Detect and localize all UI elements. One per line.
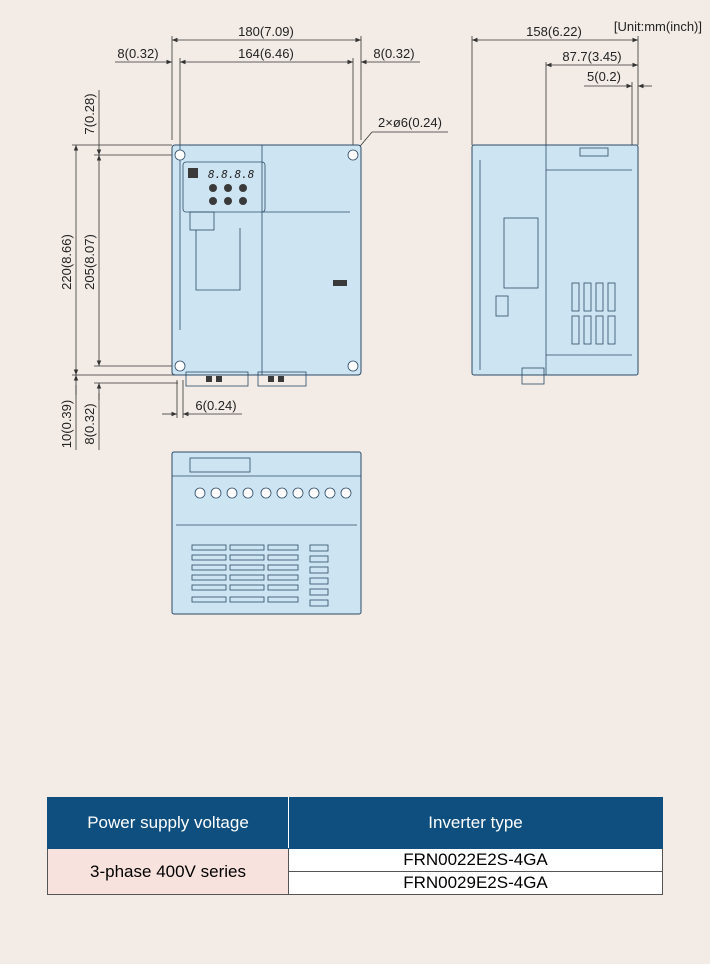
inverter-type-cell: FRN0029E2S-4GA: [288, 871, 663, 895]
mount-hole-bottom-right: [347, 360, 359, 372]
terminal-block-right: [257, 371, 307, 387]
hole-pitch-height-label: 205(8.07): [82, 234, 97, 290]
connector-port: [189, 211, 215, 231]
top-offset-label: 7(0.28): [82, 93, 97, 134]
mount-hole-top-right: [347, 149, 359, 161]
keypad-panel: [182, 161, 266, 213]
mount-hole-bottom-left: [174, 360, 186, 372]
header-inverter-type: Inverter type: [288, 797, 663, 849]
overall-height-label: 220(8.66): [59, 234, 74, 290]
side-vent-slots: [571, 282, 616, 345]
hole-spec-label: 2×ø6(0.24): [378, 115, 442, 130]
mount-depth-label: 87.7(3.45): [562, 49, 621, 64]
keypad-button-icon: [224, 184, 232, 192]
side-view: 158(6.22) [Unit:mm(inch)] 87.7(3.45) 5(0…: [471, 19, 702, 385]
bottom-offset-2-label: 8(0.32): [82, 403, 97, 444]
header-power-supply-voltage: Power supply voltage: [47, 797, 289, 849]
keypad-button-icon: [209, 197, 217, 205]
bottom-view: [171, 451, 362, 615]
terminal-block-left: [185, 371, 249, 387]
left-margin-label: 8(0.32): [117, 46, 158, 61]
bottom-terminals: [194, 487, 352, 499]
keypad-button-icon: [224, 197, 232, 205]
rear-offset-label: 5(0.2): [587, 69, 621, 84]
open-label-icon: [333, 280, 347, 286]
side-label-plate: [503, 217, 539, 289]
voltage-cell: 3-phase 400V series: [47, 848, 289, 895]
inverter-front-body: [171, 144, 362, 376]
side-bottom-foot: [521, 367, 545, 385]
bottom-vent-grid: [191, 544, 329, 607]
inverter-spec-table: Power supply voltage Inverter type 3-pha…: [47, 797, 663, 895]
right-margin-label: 8(0.32): [373, 46, 414, 61]
bottom-offset-1-label: 10(0.39): [59, 400, 74, 448]
hole-pitch-width-label: 164(6.46): [238, 46, 294, 61]
front-view: 180(7.09) 164(6.46) 8(0.32) 8(0.32) 7(0.…: [59, 24, 448, 450]
inverter-side-body: [471, 144, 639, 376]
bottom-connector-strip: [189, 457, 251, 473]
keypad-display: 8.8.8.8: [208, 168, 255, 181]
keypad-button-icon: [209, 184, 217, 192]
inverter-type-cell: FRN0022E2S-4GA: [288, 848, 663, 872]
keypad-button-icon: [239, 197, 247, 205]
keypad-button-icon: [239, 184, 247, 192]
overall-width-label: 180(7.09): [238, 24, 294, 39]
top-clip: [579, 147, 609, 157]
side-connector: [495, 295, 509, 317]
depth-label: 158(6.22): [526, 24, 582, 39]
status-led-icon: [188, 168, 198, 178]
slot-width-label: 6(0.24): [195, 398, 236, 413]
unit-label: [Unit:mm(inch)]: [614, 19, 702, 34]
mount-hole-top-left: [174, 149, 186, 161]
